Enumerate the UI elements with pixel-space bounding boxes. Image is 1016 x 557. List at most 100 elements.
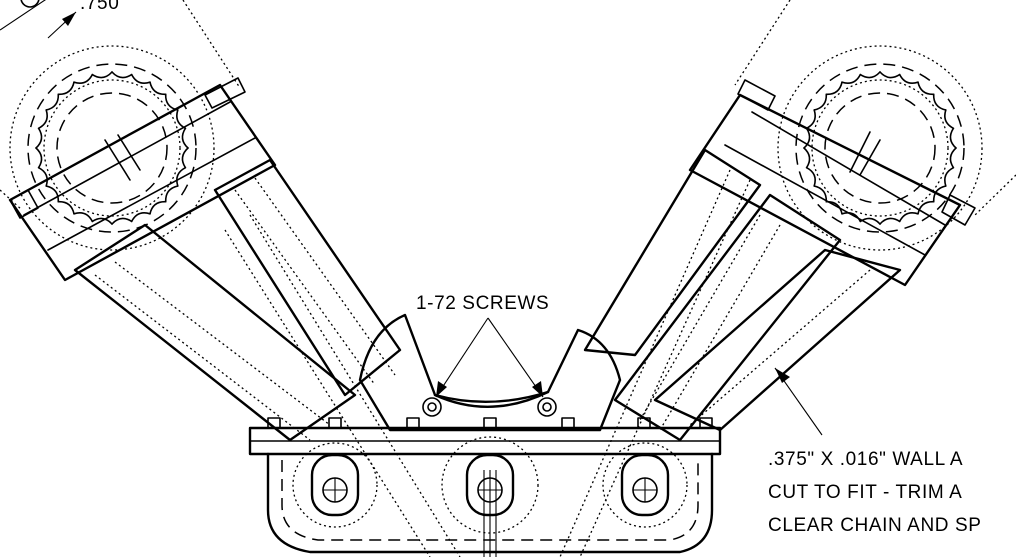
plate-bolt-3 xyxy=(406,417,420,429)
plate-bolt-7 xyxy=(699,417,713,429)
sprocket-tooth xyxy=(37,109,48,130)
sprocket-tooth xyxy=(130,73,151,84)
plate-bolt-4 xyxy=(483,417,497,429)
gear-housing xyxy=(266,452,714,554)
sprocket-tooth xyxy=(176,166,187,187)
right-chain-line-2 xyxy=(579,179,751,557)
sprocket-tooth xyxy=(111,71,133,79)
dimension-750: .750 xyxy=(0,0,241,211)
sprocket-tooth xyxy=(879,71,901,79)
sprocket-tooth xyxy=(949,147,957,169)
left-sprocket-pitch xyxy=(27,63,197,233)
idler-left-boss xyxy=(310,453,360,517)
callout-screws-arrow-right xyxy=(532,381,543,397)
right-tube-arms xyxy=(559,148,902,557)
sprocket-tooth xyxy=(111,217,133,225)
left-set-screw-2 xyxy=(117,134,141,171)
sprocket-tooth xyxy=(45,93,60,111)
sprocket-tooth xyxy=(825,81,843,96)
left-sprocket-root xyxy=(43,79,181,217)
centerline-right-side xyxy=(974,174,1016,216)
screw-left-core xyxy=(427,402,437,412)
screw-left xyxy=(422,397,442,417)
sprocket-tooth xyxy=(803,147,811,169)
dimension-arrow xyxy=(62,12,76,26)
plate-bolt-5 xyxy=(561,417,575,429)
sprocket-tooth xyxy=(35,147,43,169)
screw-right xyxy=(537,397,557,417)
plate-bolt-2 xyxy=(328,417,342,429)
right-sprocket xyxy=(734,0,1016,251)
sprocket-tooth xyxy=(176,109,187,130)
right-clamp-edge xyxy=(751,111,946,226)
sprocket-tooth xyxy=(130,212,151,223)
sprocket-tooth xyxy=(91,217,113,225)
sprocket-tooth xyxy=(944,109,955,130)
dimension-extension-line xyxy=(0,0,46,31)
sprocket-tooth xyxy=(149,81,167,96)
left-clamp-edge-2 xyxy=(47,137,256,251)
left-clamp-bar xyxy=(8,77,277,282)
sprocket-tooth xyxy=(917,81,935,96)
sprocket-tooth xyxy=(57,200,75,215)
left-clamp-nut-bottom xyxy=(9,189,39,219)
left-sprocket-outer xyxy=(9,45,215,251)
sprocket-tooth xyxy=(898,73,919,84)
drive-center xyxy=(441,436,539,557)
sprocket-tooth xyxy=(73,212,94,223)
left-inner-tube-core-2 xyxy=(254,177,396,376)
right-clamp-nut-top xyxy=(737,79,776,111)
callout-screws: 1-72 SCREWS xyxy=(416,293,549,398)
sprocket-tooth xyxy=(932,93,947,111)
dimension-hole-symbol xyxy=(20,0,40,8)
center-cradle xyxy=(358,313,622,432)
right-clamp-edge-2 xyxy=(724,144,926,256)
callout-screws-arrow-left xyxy=(436,381,447,397)
centerline-right-top xyxy=(734,0,791,86)
left-set-screw xyxy=(104,139,131,181)
sprocket-tooth xyxy=(917,200,935,215)
idler-right-boss xyxy=(620,453,670,517)
sprocket-tooth xyxy=(805,166,816,187)
callout-tube-note: .375" X .016" WALL A CUT TO FIT - TRIM A… xyxy=(768,367,982,536)
callout-screws-leader-left xyxy=(435,317,489,398)
sprocket-tooth xyxy=(45,185,60,203)
idler-right xyxy=(602,442,688,528)
sprocket-tooth xyxy=(813,93,828,111)
right-set-screw-2 xyxy=(859,139,881,176)
sprocket-tooth xyxy=(181,147,189,169)
sprocket-tooth xyxy=(149,200,167,215)
screw-right-core xyxy=(542,402,552,412)
idler-right-outer xyxy=(602,442,688,528)
left-sprocket-teeth xyxy=(35,71,189,225)
sprocket-tooth xyxy=(813,185,828,203)
sprocket-tooth xyxy=(944,166,955,187)
cradle-curve xyxy=(433,390,550,408)
sprocket-tooth xyxy=(841,73,862,84)
right-sprocket-teeth xyxy=(803,71,957,225)
sprocket-tooth xyxy=(35,127,43,149)
idler-left xyxy=(292,442,378,528)
left-inner-tube xyxy=(213,158,402,397)
left-outer-tube-inner xyxy=(94,274,311,441)
sprocket-tooth xyxy=(859,71,881,79)
right-inner-tube-core-2 xyxy=(659,224,781,431)
callout-tube-arrow xyxy=(775,368,790,383)
left-clamp-nut-top xyxy=(204,77,246,109)
sprocket-tooth xyxy=(57,81,75,96)
right-sprocket-pitch xyxy=(795,63,965,233)
left-clamp-edge xyxy=(23,101,231,216)
right-outer-tube-inner xyxy=(689,269,871,426)
left-outer-tube xyxy=(73,223,357,442)
right-upper-tube xyxy=(583,148,762,357)
sprocket-tooth xyxy=(181,127,189,149)
callout-screws-leader-right xyxy=(487,317,544,398)
left-sprocket xyxy=(9,45,215,251)
callout-screws-text: 1-72 SCREWS xyxy=(416,293,549,314)
right-inner-tube-core xyxy=(639,214,761,421)
sprocket-tooth xyxy=(879,217,901,225)
base-plate xyxy=(248,417,722,557)
callout-tube-line-3: CLEAR CHAIN AND SP xyxy=(768,515,982,536)
right-clamp-bar xyxy=(688,79,976,287)
left-chain-line-2 xyxy=(249,214,461,557)
